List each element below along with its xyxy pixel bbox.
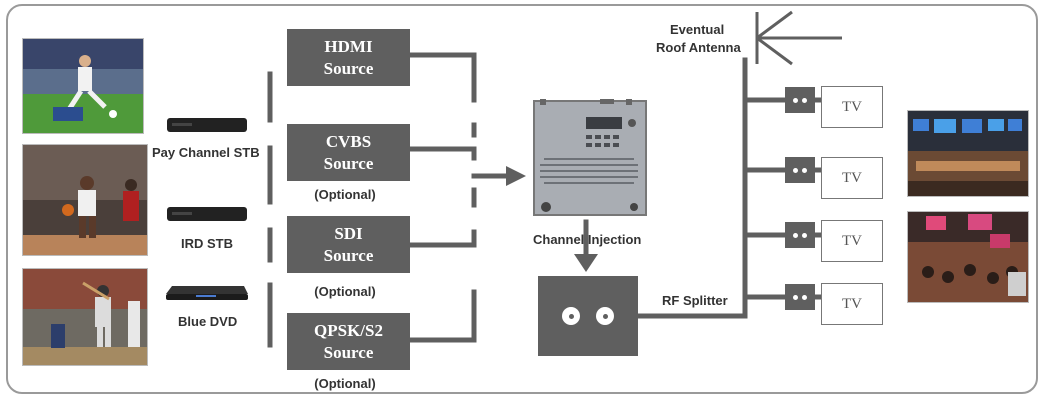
optional-label: (Optional) [314, 284, 376, 299]
tv-box: TV [821, 220, 883, 262]
tv-box: TV [821, 157, 883, 199]
optional-label: (Optional) [314, 187, 376, 202]
device-label: Pay Channel STB [152, 145, 260, 160]
rf-splitter-box [538, 276, 638, 356]
device-label: IRD STB [181, 236, 233, 251]
ird-stb-icon [166, 205, 248, 223]
optional-label: (Optional) [314, 376, 376, 391]
pay-channel-stb-icon [166, 116, 248, 134]
tv-port-icon [785, 157, 815, 183]
basketball-photo [22, 144, 148, 256]
rf-splitter-label: RF Splitter [662, 293, 728, 308]
arrow-to-injector-icon [506, 166, 526, 186]
arrow-to-splitter-icon [574, 254, 598, 272]
channel-injector-icon [530, 97, 648, 219]
baseball-photo [22, 268, 148, 366]
tv-port-icon [785, 87, 815, 113]
antenna-label-line2: Roof Antenna [656, 40, 741, 55]
diagram-frame [6, 4, 1038, 394]
tv-port-icon [785, 284, 815, 310]
tv-box: TV [821, 283, 883, 325]
connector-icon [562, 307, 580, 325]
soccer-photo [22, 38, 144, 134]
channel-injection-label: Channel Injection [533, 232, 642, 247]
dvd-player-icon [166, 282, 248, 302]
sports-bar-photo [907, 110, 1029, 197]
antenna-icon [755, 10, 842, 66]
antenna-label-line1: Eventual [670, 22, 725, 37]
connector-icon [596, 307, 614, 325]
tv-box: TV [821, 86, 883, 128]
tv-port-icon [785, 222, 815, 248]
device-label: Blue DVD [178, 314, 238, 329]
restaurant-photo [907, 211, 1029, 303]
